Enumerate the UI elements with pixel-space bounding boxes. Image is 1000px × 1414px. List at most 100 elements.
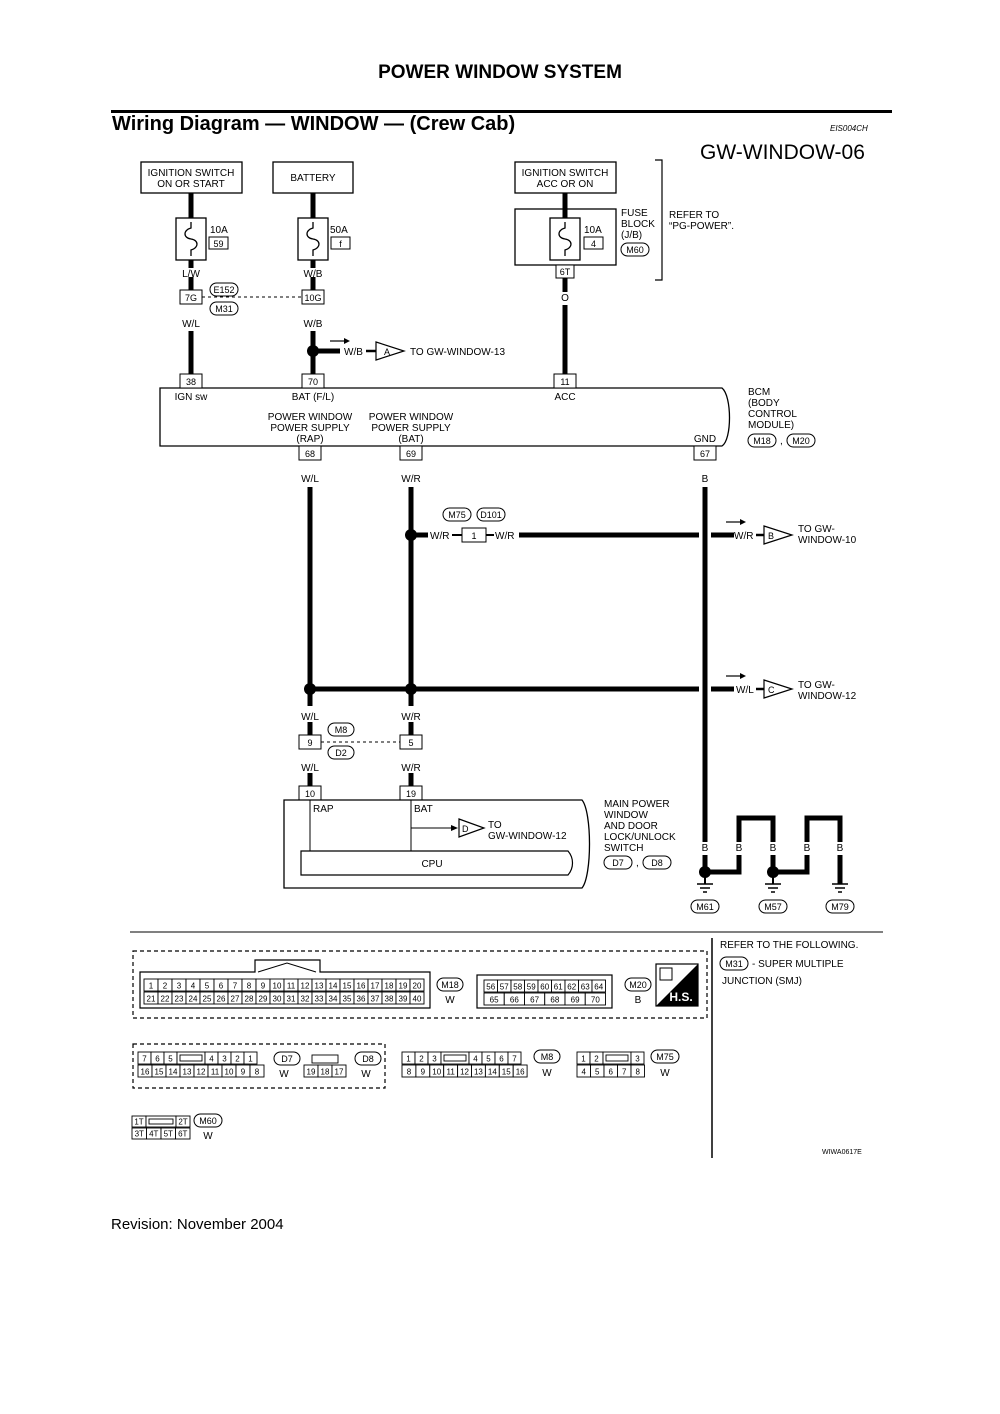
- wire-label-wr-1: W/R: [401, 474, 420, 485]
- diagram-id: GW-WINDOW-06: [700, 141, 865, 164]
- pin-label: 13: [183, 1068, 192, 1077]
- section-title: Wiring Diagram — WINDOW — (Crew Cab): [112, 113, 516, 135]
- pin-label: 6: [219, 982, 224, 991]
- pin-label: 12: [460, 1068, 469, 1077]
- svg-text:10A: 10A: [210, 225, 228, 236]
- pin-label: 18: [385, 982, 394, 991]
- pin-label: 7: [142, 1055, 147, 1064]
- pin-label: 3: [432, 1055, 437, 1064]
- svg-text:AND DOOR: AND DOOR: [604, 821, 658, 832]
- wire-label-wl-3: W/L: [301, 712, 319, 723]
- branch-to-gw-window-10: W/R 1 W/R M75 D101 W/R B TO GW- WINDOW-1…: [405, 507, 857, 546]
- pin-cell: [175, 1127, 191, 1140]
- pin-label: 24: [189, 995, 198, 1004]
- pin-label: 2: [594, 1055, 599, 1064]
- svg-text:B: B: [768, 531, 774, 541]
- legend-m8: M8: [541, 1052, 554, 1062]
- svg-text:CONTROL: CONTROL: [748, 409, 797, 420]
- legend-d7-color: W: [279, 1069, 289, 1080]
- revision-footer: Revision: November 2004: [111, 1216, 284, 1233]
- svg-text:M8: M8: [335, 725, 348, 735]
- pin-label: 56: [486, 983, 495, 992]
- pin-label: 15: [343, 982, 352, 991]
- pin-cell: [243, 1051, 258, 1065]
- pin-label: 2: [235, 1055, 240, 1064]
- pin-label: 5: [486, 1055, 491, 1064]
- pin-label: 3T: [135, 1130, 144, 1139]
- wire-label-wr-3: W/R: [401, 763, 420, 774]
- pin-label: 13: [474, 1068, 483, 1077]
- legend-m60-color: W: [203, 1131, 213, 1142]
- pin-label: 37: [371, 995, 380, 1004]
- svg-text:IGNITION SWITCH: IGNITION SWITCH: [148, 168, 235, 179]
- wire-label-lw: L/W: [182, 269, 200, 280]
- ign-switch-on-start: IGNITION SWITCH ON OR START: [140, 161, 243, 194]
- svg-text:E152: E152: [213, 285, 234, 295]
- wire-label-wr-2: W/R: [401, 712, 420, 723]
- pin-label: 2: [419, 1055, 424, 1064]
- svg-text:67: 67: [700, 449, 710, 459]
- svg-text:MAIN POWER: MAIN POWER: [604, 799, 670, 810]
- svg-text:D7: D7: [612, 858, 624, 868]
- pin-label: 8: [247, 982, 252, 991]
- svg-text:GND: GND: [694, 434, 716, 445]
- pin-label: 20: [413, 982, 422, 991]
- svg-text:POWER SUPPLY: POWER SUPPLY: [371, 423, 451, 434]
- svg-text:M57: M57: [764, 902, 782, 912]
- legend-m31-badge: [719, 956, 749, 971]
- pin-label: 15: [155, 1068, 164, 1077]
- svg-text:GW-WINDOW-12: GW-WINDOW-12: [488, 831, 567, 842]
- pin-label: 16: [516, 1068, 525, 1077]
- legend-d7-badge: [273, 1051, 301, 1066]
- svg-text:1: 1: [471, 531, 476, 541]
- svg-text:ACC: ACC: [554, 392, 575, 403]
- pin-label: 5T: [164, 1130, 173, 1139]
- pin-label: 8: [636, 1068, 641, 1077]
- m20-connector-face: [476, 974, 613, 1009]
- fuse-block-jb: 10A 4 6T FUSE BLOCK (J/B) M60 REFER TO “…: [514, 159, 734, 281]
- pin-label: 69: [571, 996, 580, 1005]
- pin-label: 9: [421, 1068, 426, 1077]
- ref-code: WIWA0617E: [822, 1149, 862, 1156]
- legend-m31-desc1: - SUPER MULTIPLE: [752, 959, 844, 970]
- svg-text:POWER SUPPLY: POWER SUPPLY: [270, 423, 350, 434]
- svg-text:B: B: [770, 843, 777, 854]
- pin-key: [179, 1054, 203, 1062]
- branch-to-gw-window-12: W/L C TO GW- WINDOW-12: [304, 673, 857, 702]
- svg-text:,: ,: [780, 436, 783, 447]
- svg-text:W/R: W/R: [430, 531, 449, 542]
- svg-text:50A: 50A: [330, 225, 348, 236]
- pin-label: 17: [335, 1068, 344, 1077]
- pin-label: 39: [399, 995, 408, 1004]
- doc-code: EIS004CH: [830, 124, 868, 133]
- legend-d7: D7: [281, 1054, 293, 1064]
- legend-d8-color: W: [361, 1069, 371, 1080]
- svg-text:WINDOW: WINDOW: [604, 810, 648, 821]
- wire-label-wb-2: W/B: [304, 319, 323, 330]
- pin-label: 25: [203, 995, 212, 1004]
- legend-m75-badge: [650, 1049, 680, 1064]
- legend-d8: D8: [362, 1054, 374, 1064]
- svg-text:BLOCK: BLOCK: [621, 219, 655, 230]
- svg-text:f: f: [339, 239, 342, 249]
- pin-label: 15: [502, 1068, 511, 1077]
- svg-text:5: 5: [408, 738, 413, 748]
- svg-text:6T: 6T: [560, 267, 571, 277]
- wire-label-wl-2: W/L: [301, 474, 319, 485]
- svg-text:B: B: [804, 843, 811, 854]
- pin-cell: [630, 1064, 645, 1078]
- pin-label: 33: [315, 995, 324, 1004]
- pin-label: 4: [191, 982, 196, 991]
- legend-m75-color: W: [660, 1068, 670, 1079]
- pin-key: [148, 1118, 174, 1125]
- pin-cell: [507, 1051, 522, 1065]
- svg-text:(BAT): (BAT): [398, 434, 423, 445]
- pin-label: 4: [473, 1055, 478, 1064]
- pin-label: 17: [371, 982, 380, 991]
- pin-label: 11: [287, 982, 296, 991]
- pin-label: 14: [329, 982, 338, 991]
- pin-label: 6: [609, 1068, 614, 1077]
